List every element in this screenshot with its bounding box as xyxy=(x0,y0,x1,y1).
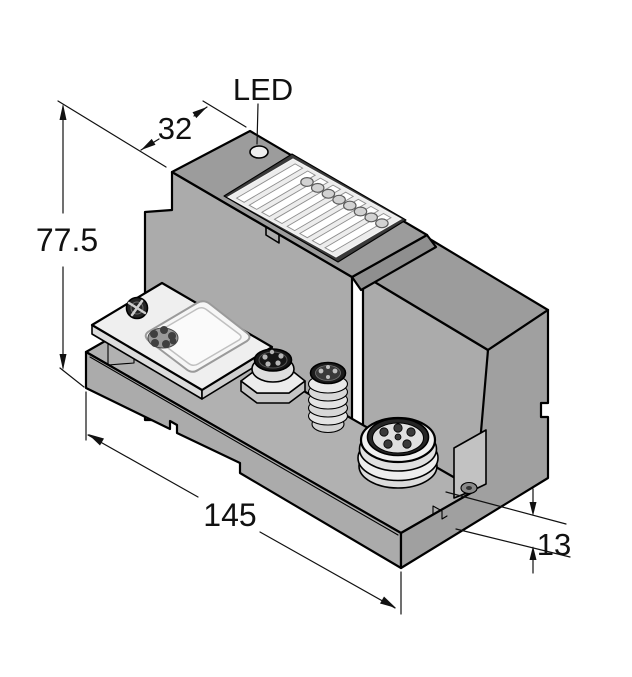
dimension-foot-13: 13 xyxy=(445,488,571,574)
led-window-row xyxy=(300,177,389,229)
dim-foot-label: 13 xyxy=(537,527,571,562)
led-callout-label: LED xyxy=(233,72,293,107)
m8-pins xyxy=(318,365,338,379)
dim-depth-label: 32 xyxy=(158,111,192,146)
dimension-annotations: LED 32 77.5 145 xyxy=(36,72,571,615)
m12-connector xyxy=(240,348,306,404)
dim-length-label: 145 xyxy=(203,497,256,533)
mounting-hole-center xyxy=(466,486,472,490)
connector-seen-through-window xyxy=(147,326,179,349)
screw-head xyxy=(125,296,149,320)
m8-connector xyxy=(307,361,349,434)
din-seat-line xyxy=(400,505,448,534)
led-indicator xyxy=(249,145,269,159)
dimension-height-77-5: 77.5 xyxy=(36,104,98,388)
label-panel xyxy=(223,153,407,263)
base-front-bevel-line xyxy=(89,356,399,536)
dimension-depth-32: 32 xyxy=(57,100,247,168)
led-callout: LED xyxy=(233,72,293,145)
m12-pins xyxy=(262,349,284,367)
dimension-length-145: 145 xyxy=(85,391,402,615)
connector-pins xyxy=(379,423,416,449)
window-cover xyxy=(90,281,274,400)
dim-height-label: 77.5 xyxy=(36,222,98,258)
seven-eighth-connector xyxy=(357,416,439,489)
